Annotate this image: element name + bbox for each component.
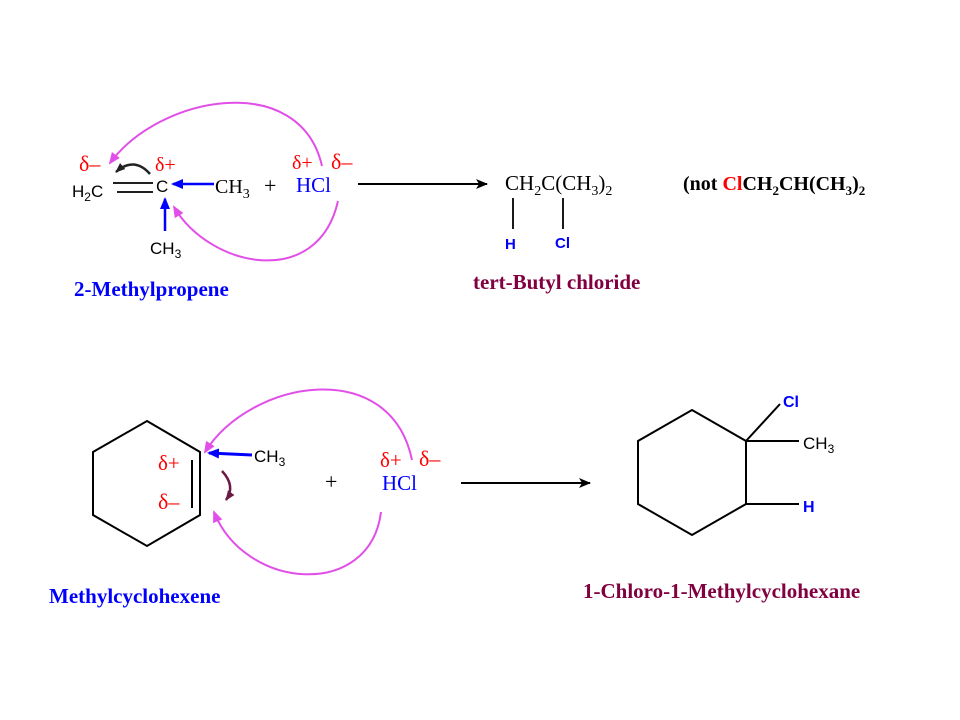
ring-delta-minus: δ– (158, 489, 180, 514)
ring-delta-plus: δ+ (158, 451, 180, 475)
cyclohexene-ring (92, 419, 201, 548)
central-carbon-label: C (156, 177, 168, 196)
ch3-label: CH3 (254, 447, 286, 469)
pi-to-h-arrow-2 (203, 388, 413, 461)
methyl-donation-arrow (207, 448, 253, 459)
product-cl-bond-2 (745, 403, 781, 442)
hcl-delta-minus: δ– (331, 149, 353, 174)
plus-sign: + (264, 173, 276, 198)
ch3-bottom-label: CH3 (150, 239, 182, 261)
not-product-formula: (not ClCH2CH(CH3)2 (683, 173, 865, 198)
product-h-label-2: H (803, 499, 815, 516)
hcl-delta-minus-2: δ– (419, 446, 441, 471)
product-formula: CH2C(CH3)2 (505, 171, 612, 199)
hcl-delta-plus: δ+ (292, 152, 313, 174)
product-h-label: H (505, 236, 516, 253)
product-ch3-label: CH3 (803, 434, 835, 456)
product-name-2: 1-Chloro-1-Methylcyclohexane (583, 579, 860, 603)
delta-plus-label: δ+ (155, 154, 176, 176)
reactant-name-2: Methylcyclohexene (49, 584, 220, 608)
product-cl-label: Cl (555, 235, 570, 252)
reaction-2: CH3 δ+ δ– + δ+ δ– HCl Cl CH3 H Methylcyc… (49, 388, 860, 608)
product-name-1: tert-Butyl chloride (473, 270, 640, 294)
hcl-label: HCl (296, 173, 331, 197)
ch3-right-label: CH3 (215, 176, 250, 202)
chloride-attack-arrow-2 (213, 510, 382, 576)
h2c-label: H2C (72, 182, 103, 204)
delta-minus-label: δ– (79, 151, 101, 176)
hcl-label-2: HCl (382, 471, 417, 495)
hcl-delta-plus-2: δ+ (380, 448, 402, 472)
product-cl-label-2: Cl (783, 394, 799, 411)
pi-shift-arrow (221, 470, 235, 501)
plus-sign-2: + (325, 469, 337, 494)
cyclohexane-ring (637, 408, 747, 537)
reaction-1: δ– δ+ H2C C CH3 CH3 + δ+ δ– HCl CH2C(CH3… (72, 101, 865, 301)
reactant-name-1: 2-Methylpropene (74, 277, 229, 301)
pi-to-h-arrow (108, 101, 323, 167)
chloride-attack-arrow (172, 200, 339, 262)
pi-electron-arrow (115, 163, 151, 175)
